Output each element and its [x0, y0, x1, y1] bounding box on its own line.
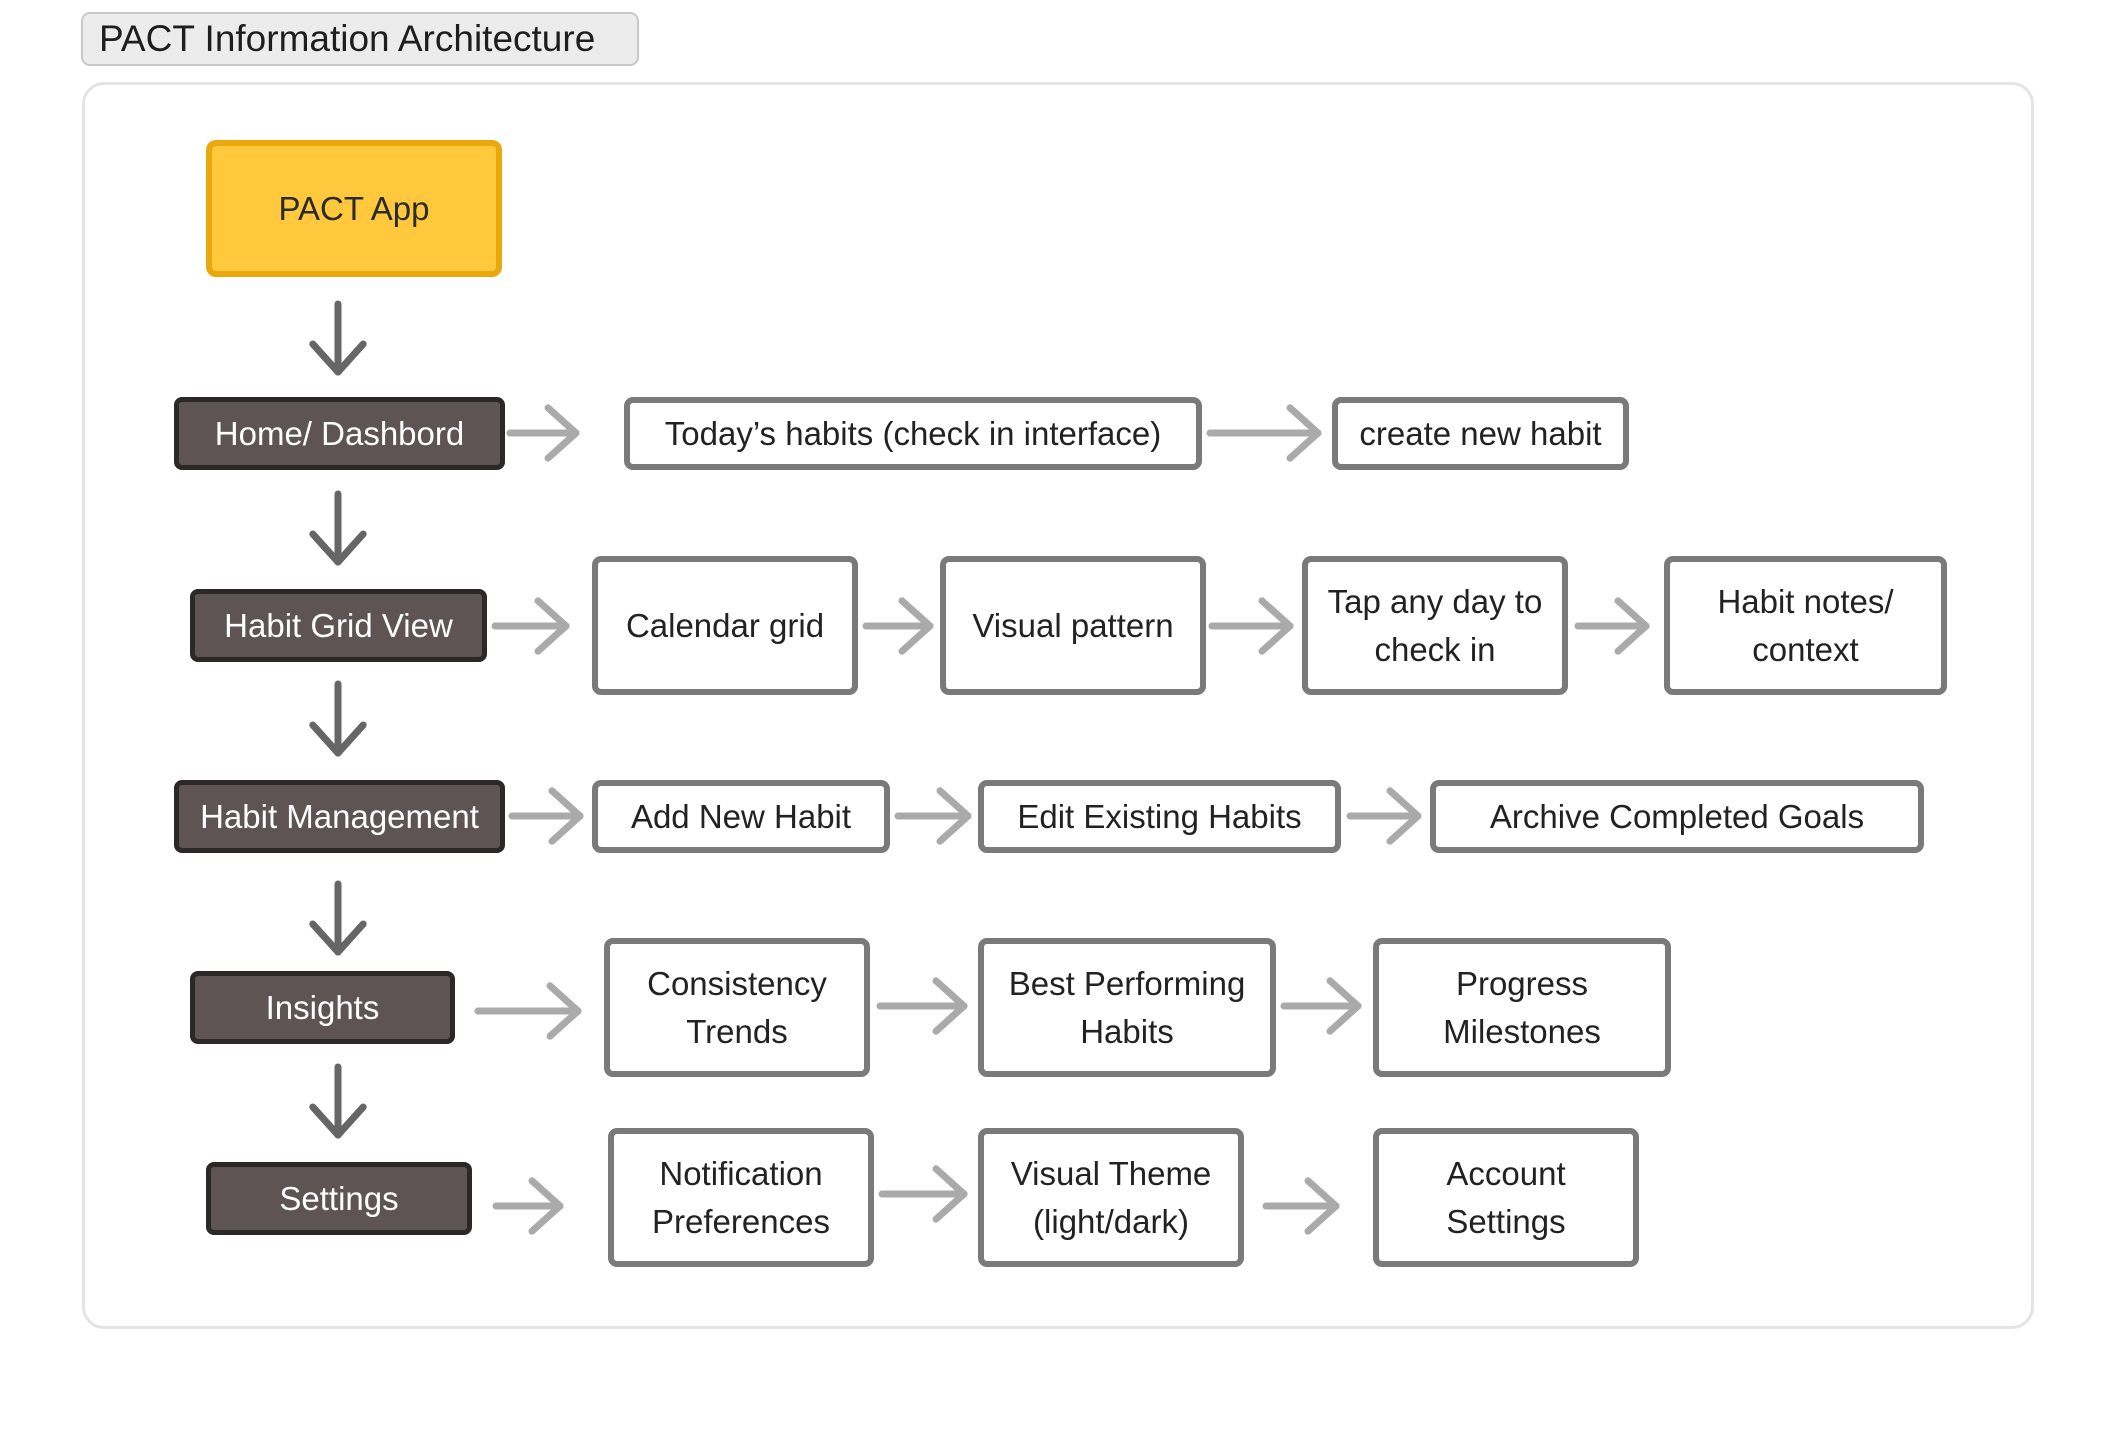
diagram-frame [82, 82, 2034, 1329]
node-best-performing-habits: Best Performing Habits [978, 938, 1276, 1077]
right-arrow-2 [1206, 404, 1322, 462]
right-arrow-4 [862, 597, 934, 655]
section-insights: Insights [190, 971, 455, 1044]
right-arrow-14 [878, 1165, 968, 1223]
node-create-new-habit: create new habit [1332, 397, 1629, 470]
right-arrow-15 [1262, 1177, 1340, 1235]
frame-title: PACT Information Architecture [81, 12, 639, 66]
node-add-new-habit: Add New Habit [592, 780, 890, 853]
node-notification-preferences: Notification Preferences [608, 1128, 874, 1267]
right-arrow-13 [492, 1177, 564, 1235]
node-tap-day-check-in: Tap any day to check in [1302, 556, 1568, 695]
down-arrow-2 [309, 490, 367, 566]
down-arrow-5 [309, 1063, 367, 1139]
right-arrow-8 [894, 787, 972, 845]
section-habit-grid-view: Habit Grid View [190, 589, 487, 662]
down-arrow-4 [309, 880, 367, 956]
right-arrow-11 [876, 977, 968, 1035]
right-arrow-7 [508, 787, 584, 845]
node-edit-existing-habits: Edit Existing Habits [978, 780, 1341, 853]
node-archive-completed-goals: Archive Completed Goals [1430, 780, 1924, 853]
node-visual-theme: Visual Theme (light/dark) [978, 1128, 1244, 1267]
right-arrow-9 [1346, 787, 1422, 845]
section-settings: Settings [206, 1162, 472, 1235]
root-node: PACT App [206, 140, 502, 277]
section-home-dashboard: Home/ Dashbord [174, 397, 505, 470]
node-todays-habits: Today’s habits (check in interface) [624, 397, 1202, 470]
node-visual-pattern: Visual pattern [940, 556, 1206, 695]
node-habit-notes: Habit notes/ context [1664, 556, 1947, 695]
right-arrow-10 [474, 982, 582, 1040]
right-arrow-12 [1280, 977, 1362, 1035]
node-progress-milestones: Progress Milestones [1373, 938, 1671, 1077]
node-consistency-trends: Consistency Trends [604, 938, 870, 1077]
node-calendar-grid: Calendar grid [592, 556, 858, 695]
down-arrow-1 [309, 300, 367, 376]
node-account-settings: Account Settings [1373, 1128, 1639, 1267]
right-arrow-6 [1574, 597, 1650, 655]
down-arrow-3 [309, 680, 367, 757]
right-arrow-5 [1208, 597, 1294, 655]
right-arrow-3 [491, 597, 570, 655]
right-arrow-1 [506, 404, 580, 462]
section-habit-management: Habit Management [174, 780, 505, 853]
